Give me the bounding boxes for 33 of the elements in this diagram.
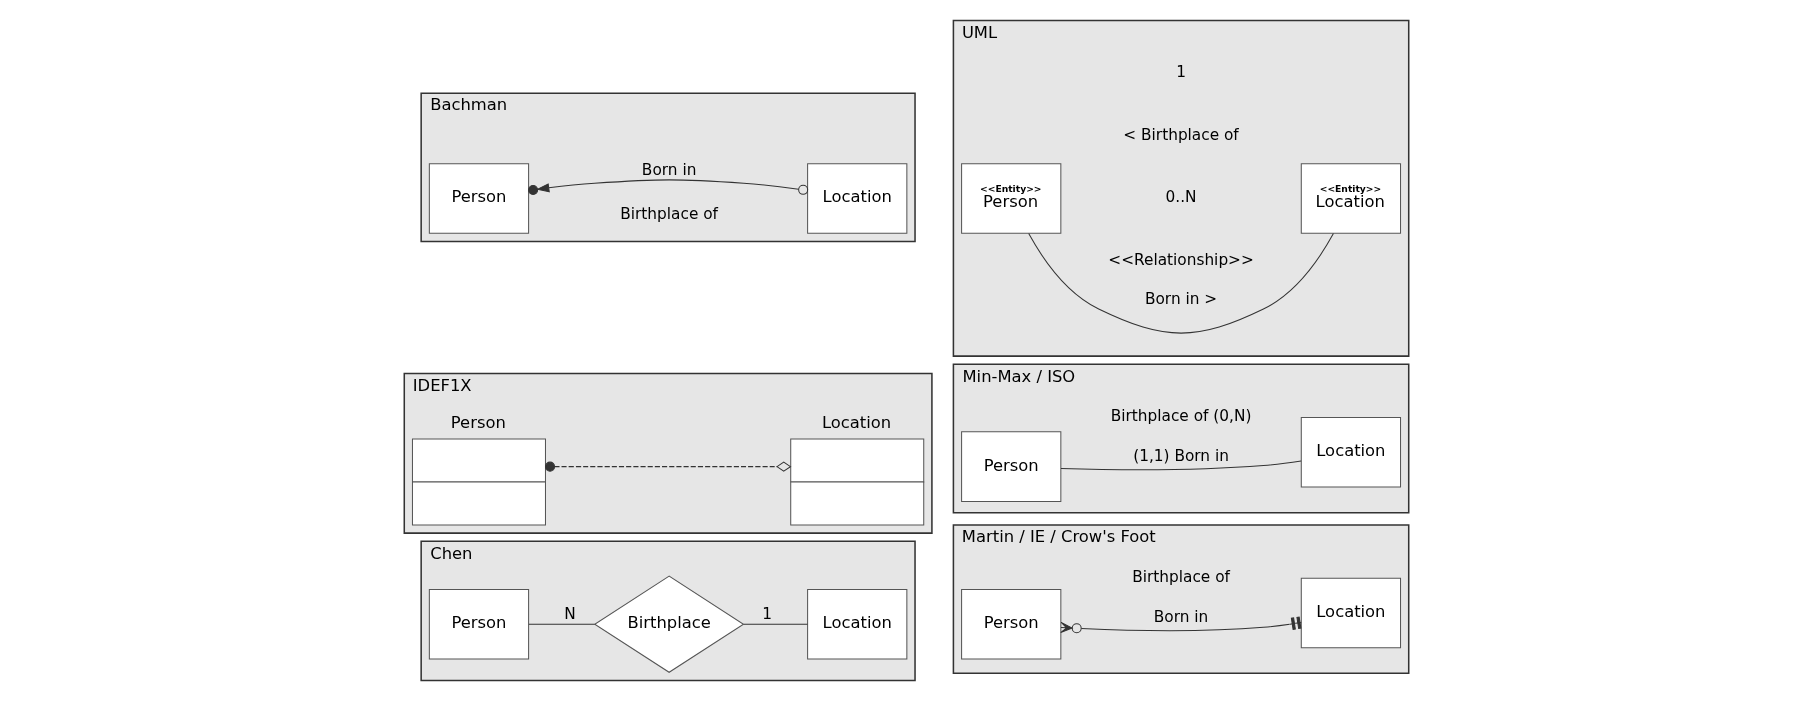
label: Birthplace of (0,N) — [1110, 407, 1251, 426]
node-box: <<Entity>> Location — [1300, 163, 1401, 234]
label: <<Relationship>> — [1107, 250, 1254, 269]
edge-label: 1 — [761, 605, 772, 624]
label: Birthplace of — [619, 204, 718, 223]
node-box: Location — [806, 588, 907, 660]
edge-label: Born in > — [1144, 289, 1217, 308]
node-box: Person — [428, 163, 529, 234]
connector — [1059, 460, 1302, 471]
label: 0..N — [1165, 188, 1197, 207]
node-box: Location — [1300, 417, 1401, 488]
connector — [1027, 233, 1334, 334]
edge-label: (1,1) Born in — [1132, 446, 1229, 465]
node-box: Location — [806, 163, 907, 234]
label: < Birthplace of — [1122, 125, 1239, 144]
label: Birthplace of — [1131, 567, 1230, 586]
edge-label: Born in — [1153, 608, 1208, 627]
node-box: Person — [960, 431, 1061, 502]
edge-label: Born in — [641, 161, 696, 180]
connector — [1059, 616, 1302, 634]
connector — [544, 461, 791, 472]
connector — [527, 623, 595, 625]
edge-label: N — [563, 605, 576, 624]
node-label: Location — [821, 412, 891, 432]
node-box: Person — [428, 588, 529, 660]
node-box: Person — [960, 588, 1061, 660]
node-box: Location — [1300, 577, 1401, 649]
connector — [742, 623, 808, 625]
arrow — [527, 179, 808, 195]
node-label: Person — [450, 412, 506, 432]
node-diamond: Birthplace — [593, 575, 744, 673]
node-box: <<Entity>> Person — [960, 163, 1061, 234]
label: 1 — [1175, 63, 1186, 82]
